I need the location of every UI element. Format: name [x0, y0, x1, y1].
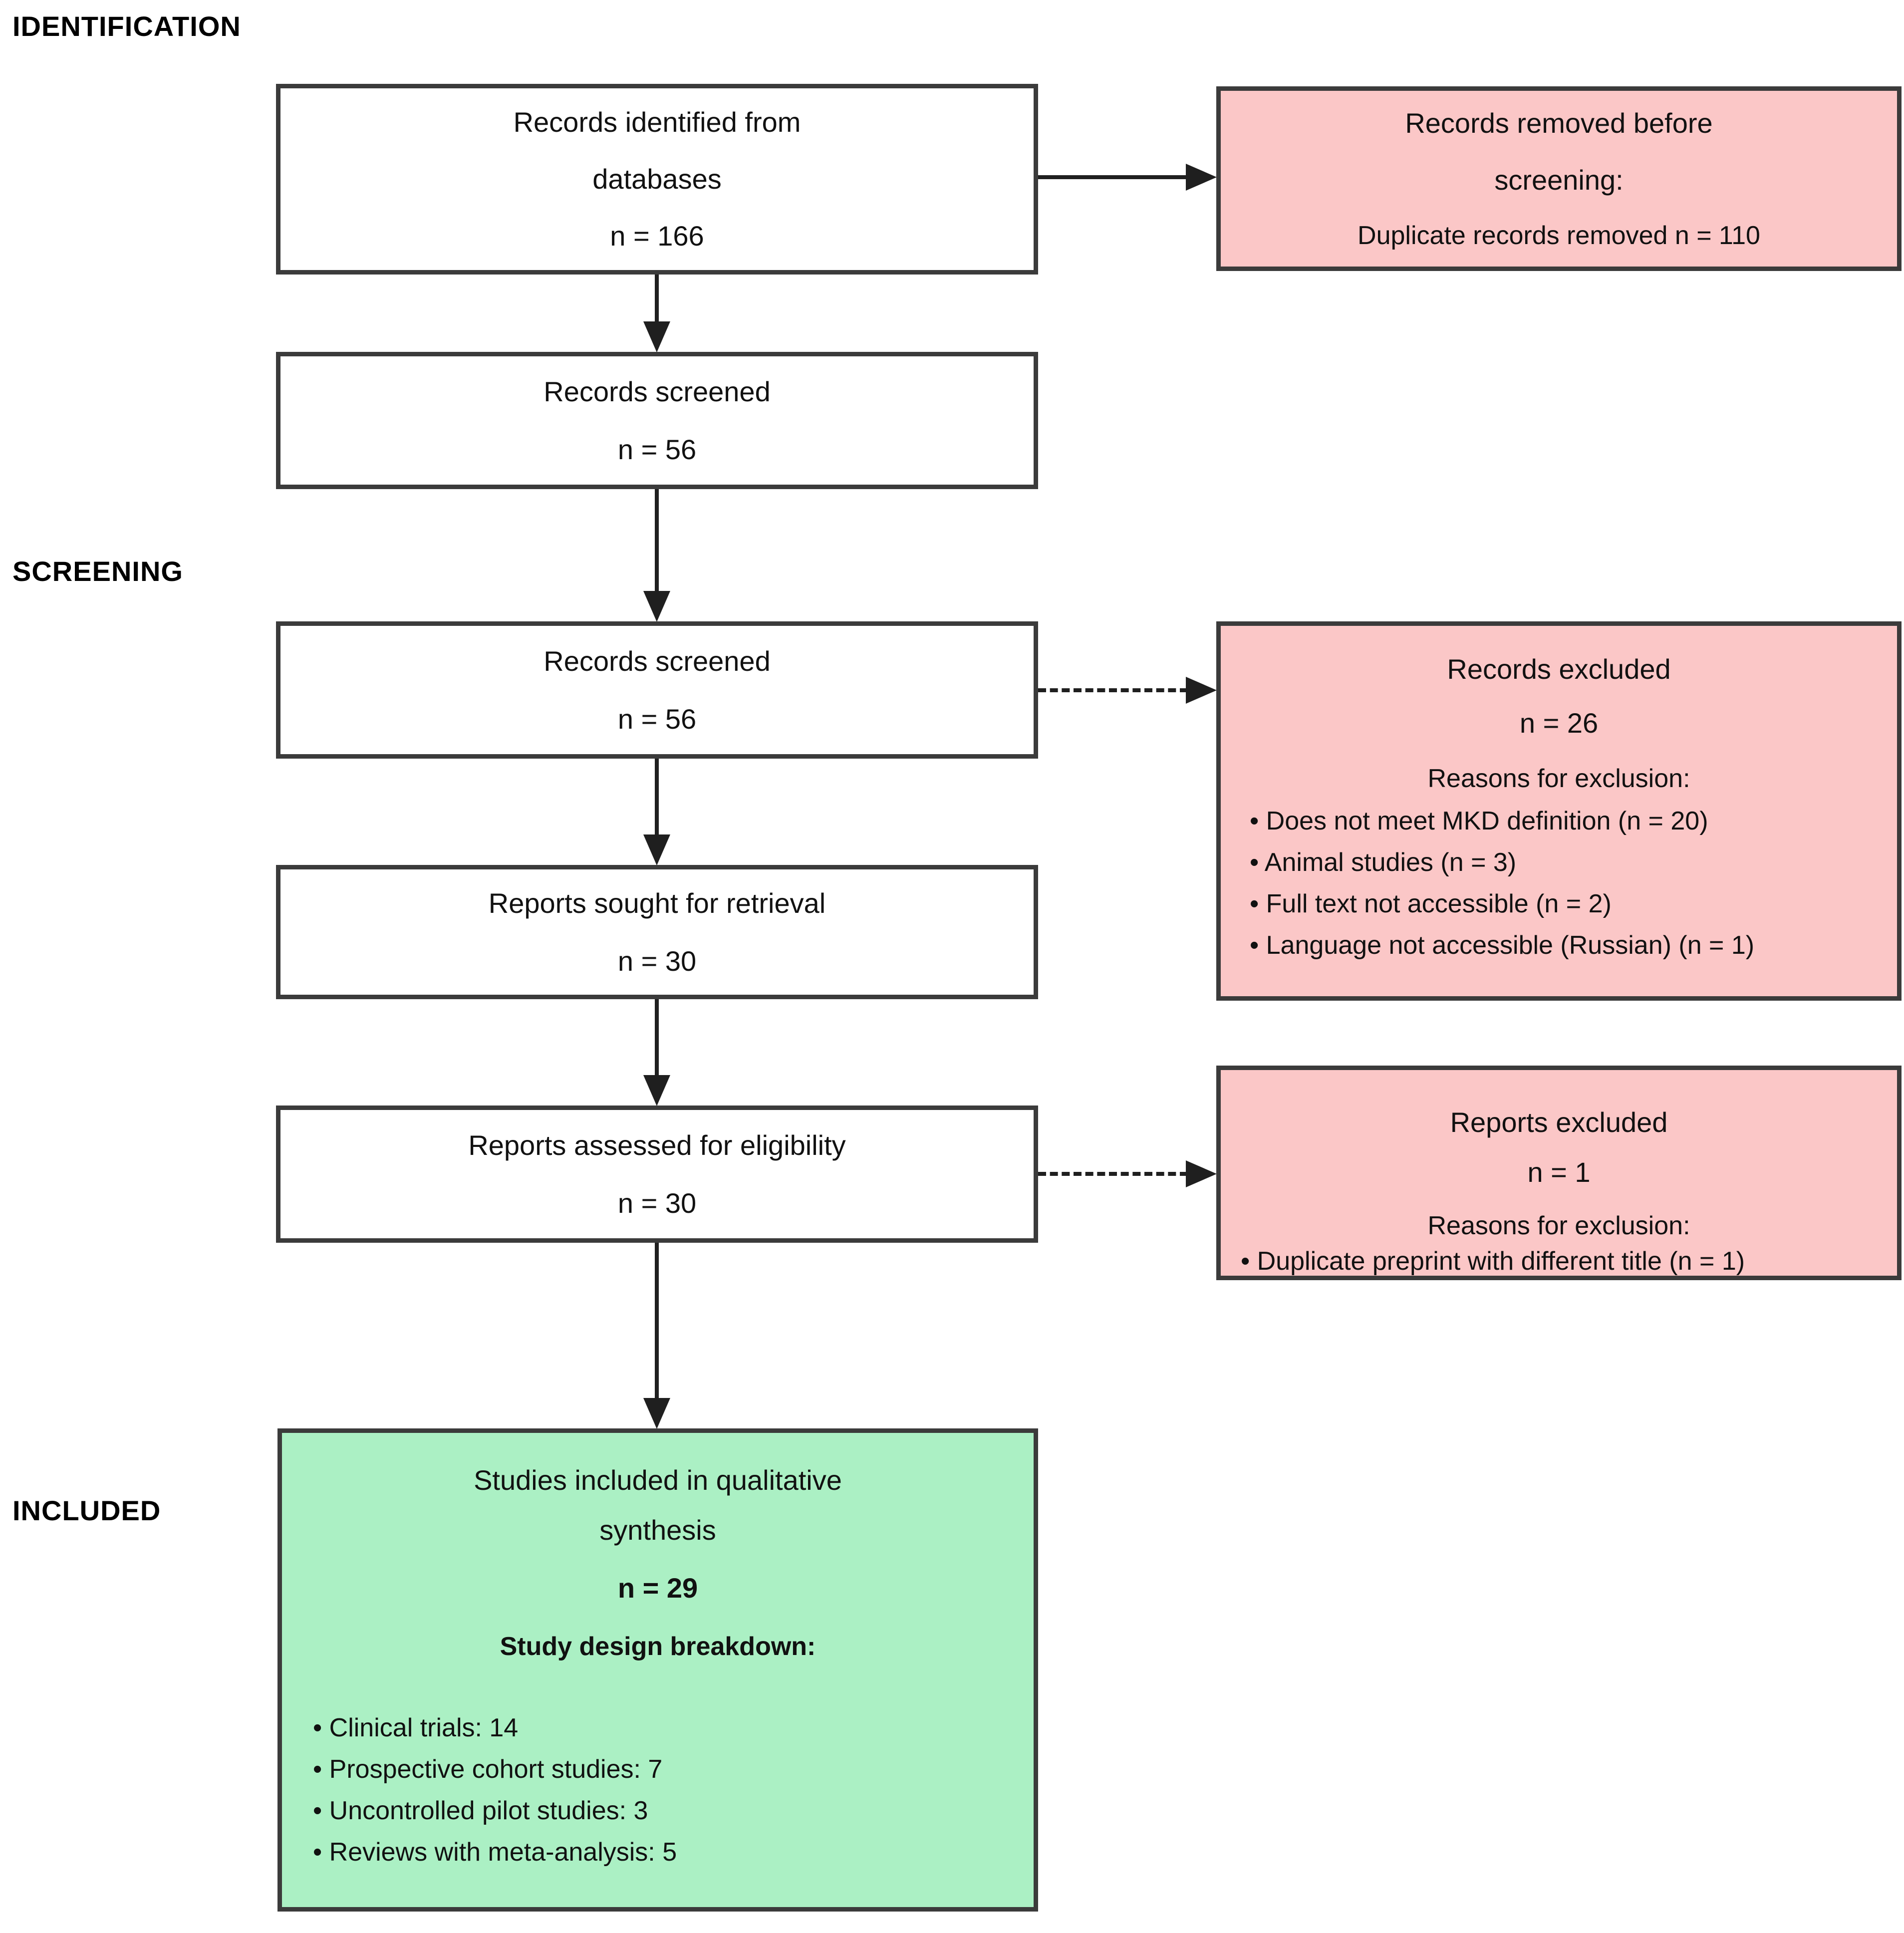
- records-excluded-box: Records excluded n = 26 Reasons for excl…: [1216, 621, 1902, 1001]
- arrow-assessed-to-excluded: [1038, 1172, 1188, 1176]
- study-design-item: • Reviews with meta-analysis: 5: [313, 1838, 677, 1867]
- records-excluded-title: Records excluded: [1447, 653, 1671, 685]
- records-excluded-reason: • Does not meet MKD definition (n = 20): [1250, 807, 1708, 835]
- arrow-screened-to-sought: [655, 759, 659, 836]
- records-identified-line2: databases: [592, 163, 722, 195]
- records-screened-top-title: Records screened: [544, 375, 771, 407]
- reports-assessed-title: Reports assessed for eligibility: [468, 1129, 846, 1161]
- arrow-identified-to-removed: [1038, 175, 1188, 179]
- reports-excluded-reason: • Duplicate preprint with different titl…: [1241, 1247, 1745, 1276]
- records-excluded-count: n = 26: [1519, 707, 1599, 739]
- records-screened-box: Records screened n = 56: [276, 621, 1038, 759]
- records-excluded-reasons-heading: Reasons for exclusion:: [1427, 764, 1690, 793]
- records-excluded-reason: • Language not accessible (Russian) (n =…: [1250, 931, 1755, 960]
- study-design-item: • Prospective cohort studies: 7: [313, 1755, 663, 1784]
- arrowhead-screened-to-screened: [643, 591, 670, 622]
- reports-sought-box: Reports sought for retrieval n = 30: [276, 865, 1038, 999]
- studies-included-count: n = 29: [617, 1572, 698, 1604]
- arrowhead-assessed-to-excluded: [1186, 1160, 1217, 1187]
- records-removed-line2: screening:: [1494, 164, 1624, 196]
- studies-included-line1: Studies included in qualitative: [474, 1464, 842, 1496]
- reports-sought-title: Reports sought for retrieval: [488, 887, 826, 919]
- records-screened-top-count: n = 56: [617, 433, 697, 465]
- study-design-item: • Clinical trials: 14: [313, 1713, 519, 1742]
- stage-label-screening: SCREENING: [12, 555, 183, 587]
- arrowhead-identified-to-screened: [643, 321, 670, 352]
- study-design-breakdown-heading: Study design breakdown:: [500, 1632, 816, 1661]
- reports-excluded-box: Reports excluded n = 1 Reasons for exclu…: [1216, 1066, 1902, 1280]
- records-identified-line1: Records identified from: [513, 106, 801, 138]
- records-excluded-reason: • Full text not accessible (n = 2): [1250, 889, 1612, 918]
- records-removed-box: Records removed before screening: Duplic…: [1216, 86, 1902, 271]
- records-removed-line1: Records removed before: [1405, 107, 1713, 139]
- reports-excluded-reasons-heading: Reasons for exclusion:: [1427, 1211, 1690, 1240]
- study-design-item: • Uncontrolled pilot studies: 3: [313, 1796, 648, 1825]
- reports-sought-count: n = 30: [617, 945, 697, 977]
- stage-label-identification: IDENTIFICATION: [12, 10, 241, 42]
- arrow-screened-to-screened: [655, 489, 659, 593]
- records-excluded-reason: • Animal studies (n = 3): [1250, 848, 1517, 877]
- arrowhead-screened-to-excluded: [1186, 677, 1217, 704]
- arrow-identified-to-screened: [655, 275, 659, 323]
- reports-assessed-count: n = 30: [617, 1187, 697, 1219]
- records-removed-detail: Duplicate records removed n = 110: [1358, 221, 1760, 250]
- stage-label-included: INCLUDED: [12, 1495, 161, 1526]
- arrow-sought-to-assessed: [655, 999, 659, 1077]
- reports-excluded-count: n = 1: [1527, 1156, 1591, 1188]
- reports-excluded-title: Reports excluded: [1450, 1106, 1668, 1138]
- studies-included-line2: synthesis: [599, 1514, 716, 1546]
- records-screened-count: n = 56: [617, 703, 697, 735]
- arrow-assessed-to-included: [655, 1243, 659, 1400]
- records-screened-top-box: Records screened n = 56: [276, 352, 1038, 489]
- arrowhead-assessed-to-included: [643, 1398, 670, 1429]
- studies-included-box: Studies included in qualitative synthesi…: [277, 1428, 1038, 1912]
- arrow-screened-to-excluded: [1038, 688, 1188, 692]
- arrowhead-screened-to-sought: [643, 834, 670, 865]
- reports-assessed-box: Reports assessed for eligibility n = 30: [276, 1105, 1038, 1243]
- records-identified-count: n = 166: [610, 220, 704, 252]
- arrowhead-identified-to-removed: [1186, 164, 1217, 191]
- records-screened-title: Records screened: [544, 645, 771, 677]
- records-identified-box: Records identified from databases n = 16…: [276, 84, 1038, 275]
- arrowhead-sought-to-assessed: [643, 1075, 670, 1106]
